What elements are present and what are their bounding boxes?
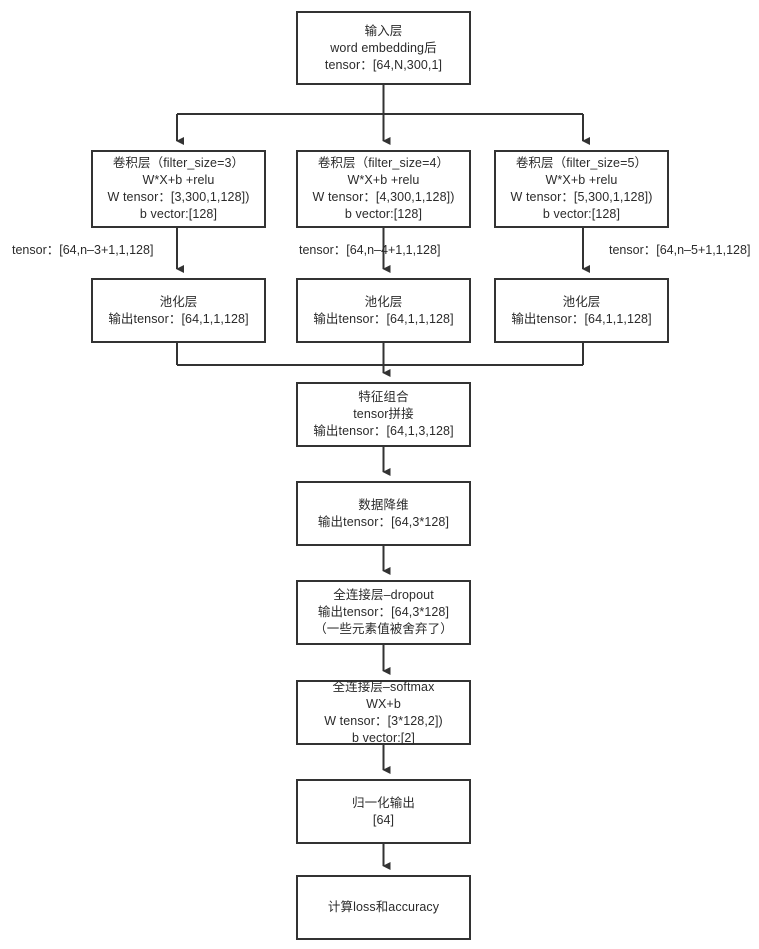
edge-label-conv5-to-pool5: tensor：[64,n–5+1,1,128] [609, 243, 751, 257]
dropout-line-1: 全连接层–dropout [333, 588, 434, 602]
normalized-output-node[interactable]: 归一化输出 [64] [296, 779, 471, 844]
softmax-line-3: W tensor：[3*128,2]) [324, 713, 443, 728]
pool5-line-1: 池化层 [562, 294, 601, 309]
pooling-layer-filter5-node[interactable]: 池化层 输出tensor：[64,1,1,128] [494, 278, 669, 343]
dropout-line-2: 输出tensor：[64,3*128] [317, 605, 450, 619]
conv-layer-filter5-node[interactable]: 卷积层（filter_size=5） W*X+b +relu W tensor：… [494, 150, 669, 228]
dimension-reduction-node[interactable]: 数据降维 输出tensor：[64,3*128] [296, 481, 471, 546]
concat-line-3: 输出tensor：[64,1,3,128] [313, 424, 454, 438]
fc-dropout-node[interactable]: 全连接层–dropout 输出tensor：[64,3*128] （一些元素值被… [296, 580, 471, 645]
concat-line-2: tensor拼接 [353, 407, 414, 421]
pool3-line-2: 输出tensor：[64,1,1,128] [108, 311, 249, 326]
softmax-line-4: b vector:[2] [351, 730, 416, 745]
conv3-line-4: b vector:[128] [139, 207, 218, 221]
pool5-line-2: 输出tensor：[64,1,1,128] [511, 311, 652, 326]
pooling-layer-filter3-node[interactable]: 池化层 输出tensor：[64,1,1,128] [91, 278, 266, 343]
loss-line-1: 计算loss和accuracy [327, 900, 440, 914]
flatten-line-1: 数据降维 [358, 497, 409, 512]
pool4-line-2: 输出tensor：[64,1,1,128] [313, 311, 454, 326]
softmax-line-2: WX+b [366, 696, 401, 711]
conv4-line-2: W*X+b +relu [347, 173, 420, 187]
input-layer-line-3: tensor：[64,N,300,1] [324, 57, 443, 72]
softmax-line-1: 全连接层–softmax [332, 679, 435, 694]
concat-line-1: 特征组合 [358, 390, 409, 404]
conv5-line-4: b vector:[128] [542, 207, 621, 221]
conv5-line-3: W tensor：[5,300,1,128]) [510, 190, 653, 204]
pooling-layer-filter4-node[interactable]: 池化层 输出tensor：[64,1,1,128] [296, 278, 471, 343]
conv3-line-2: W*X+b +relu [142, 173, 215, 187]
loss-accuracy-node[interactable]: 计算loss和accuracy [296, 875, 471, 940]
conv-layer-filter4-node[interactable]: 卷积层（filter_size=4） W*X+b +relu W tensor：… [296, 150, 471, 228]
conv5-line-1: 卷积层（filter_size=5） [515, 156, 648, 170]
dropout-line-3: （一些元素值被舍弃了） [314, 622, 453, 636]
conv4-line-3: W tensor：[4,300,1,128]) [312, 190, 455, 204]
conv5-line-2: W*X+b +relu [545, 173, 618, 187]
pool4-line-1: 池化层 [364, 294, 403, 309]
conv3-line-1: 卷积层（filter_size=3） [112, 156, 245, 170]
edge-label-conv4-to-pool4: tensor：[64,n–4+1,1,128] [299, 243, 441, 257]
conv-layer-filter3-node[interactable]: 卷积层（filter_size=3） W*X+b +relu W tensor：… [91, 150, 266, 228]
normalize-line-1: 归一化输出 [351, 795, 415, 810]
input-layer-line-1: 输入层 [364, 23, 403, 38]
conv4-line-4: b vector:[128] [344, 207, 423, 221]
conv3-line-3: W tensor：[3,300,1,128]) [107, 190, 250, 204]
input-layer-node[interactable]: 输入层 word embedding后 tensor：[64,N,300,1] [296, 11, 471, 85]
pool3-line-1: 池化层 [159, 294, 198, 309]
input-layer-line-2: word embedding后 [330, 40, 437, 55]
normalize-line-2: [64] [372, 812, 395, 827]
feature-concat-node[interactable]: 特征组合 tensor拼接 输出tensor：[64,1,3,128] [296, 382, 471, 447]
flatten-line-2: 输出tensor：[64,3*128] [317, 514, 450, 529]
fc-softmax-node[interactable]: 全连接层–softmax WX+b W tensor：[3*128,2]) b … [296, 680, 471, 745]
conv4-line-1: 卷积层（filter_size=4） [317, 156, 450, 170]
edge-label-conv3-to-pool3: tensor：[64,n–3+1,1,128] [12, 243, 154, 257]
